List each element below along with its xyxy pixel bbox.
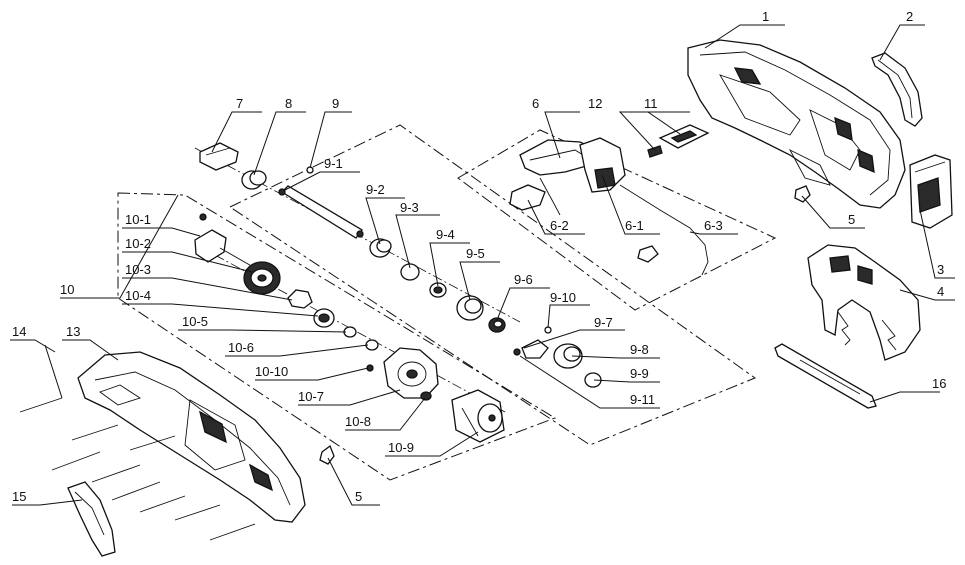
callout-9-5: 9-5 bbox=[466, 246, 485, 261]
callout-1: 1 bbox=[762, 9, 769, 24]
group-6-outline bbox=[457, 129, 777, 311]
part-9-1-shaft bbox=[278, 185, 364, 239]
part-3-clip bbox=[909, 154, 953, 229]
part-10-3-ring bbox=[287, 289, 313, 309]
callout-9-8: 9-8 bbox=[630, 342, 649, 357]
callout-16: 16 bbox=[932, 376, 946, 391]
part-9-2-sleeve bbox=[369, 238, 392, 258]
callout-9-3: 9-3 bbox=[400, 200, 419, 215]
callout-9-4: 9-4 bbox=[436, 227, 455, 242]
part-16-blade bbox=[774, 343, 877, 409]
callout-9-9: 9-9 bbox=[630, 366, 649, 381]
callout-10-4: 10-4 bbox=[125, 288, 151, 303]
part-10-8 bbox=[420, 391, 432, 401]
part-9-4-washer bbox=[429, 282, 447, 298]
housing-right-half bbox=[687, 39, 906, 209]
part-10-4-bearing bbox=[313, 308, 335, 328]
callout-3: 3 bbox=[937, 262, 944, 277]
part-11-plate bbox=[658, 124, 710, 149]
part-10-9-motor bbox=[451, 389, 505, 443]
callout-9-2: 9-2 bbox=[366, 182, 385, 197]
part-5-clip-upper bbox=[794, 185, 811, 203]
part-10-2-gear bbox=[243, 261, 281, 295]
callout-9-11: 9-11 bbox=[630, 392, 655, 407]
callout-9-1: 9-1 bbox=[324, 156, 343, 171]
part-15-handle-cover bbox=[67, 481, 116, 557]
callout-14: 14 bbox=[12, 324, 26, 339]
callout-11: 11 bbox=[644, 96, 658, 111]
callout-9: 9 bbox=[332, 96, 339, 111]
screws-left bbox=[19, 397, 256, 541]
group-10-outline bbox=[117, 192, 557, 481]
callout-10-2: 10-2 bbox=[125, 236, 151, 251]
callout-10-1: 10-1 bbox=[125, 212, 151, 227]
part-4-blade-clamp bbox=[807, 244, 921, 361]
callout-10-8: 10-8 bbox=[345, 414, 371, 429]
part-5-clip-lower bbox=[319, 444, 335, 465]
callout-12: 12 bbox=[588, 96, 602, 111]
callout-10: 10 bbox=[60, 282, 74, 297]
callout-4: 4 bbox=[937, 284, 944, 299]
part-8-bushing bbox=[241, 170, 267, 190]
part-9-6-ring bbox=[488, 317, 506, 333]
group-9-outline bbox=[228, 124, 757, 446]
part-9-5-bearing bbox=[456, 295, 484, 321]
part-12-pin bbox=[647, 145, 663, 158]
part-9-3-ring bbox=[400, 263, 420, 281]
callout-10-9: 10-9 bbox=[388, 440, 414, 455]
part-10-7-gear-housing bbox=[383, 347, 439, 399]
callout-10-3: 10-3 bbox=[125, 262, 151, 277]
callout-8: 8 bbox=[285, 96, 292, 111]
callout-5-lower: 5 bbox=[355, 489, 362, 504]
callout-6: 6 bbox=[532, 96, 539, 111]
callout-labels: 1 2 3 4 5 5 6 6-1 6-2 6-3 7 8 9 9-1 9-2 … bbox=[12, 9, 946, 504]
part-2-cover bbox=[871, 52, 923, 127]
part-6-switch-assembly bbox=[509, 137, 709, 276]
callout-6-2: 6-2 bbox=[550, 218, 569, 233]
leader-lines bbox=[10, 24, 955, 506]
part-7 bbox=[199, 142, 239, 171]
part-10-1-crank bbox=[194, 213, 256, 269]
callout-15: 15 bbox=[12, 489, 26, 504]
callout-6-3: 6-3 bbox=[704, 218, 723, 233]
callout-13: 13 bbox=[66, 324, 80, 339]
callout-10-10: 10-10 bbox=[255, 364, 288, 379]
callout-7: 7 bbox=[236, 96, 243, 111]
callout-9-10: 9-10 bbox=[550, 290, 576, 305]
part-9-7 bbox=[513, 339, 549, 359]
callout-2: 2 bbox=[906, 9, 913, 24]
callout-10-7: 10-7 bbox=[298, 389, 324, 404]
callout-5-upper: 5 bbox=[848, 212, 855, 227]
housing-left-half bbox=[77, 351, 306, 523]
callout-6-1: 6-1 bbox=[625, 218, 644, 233]
callout-9-6: 9-6 bbox=[514, 272, 533, 287]
callout-10-5: 10-5 bbox=[182, 314, 208, 329]
callout-9-7: 9-7 bbox=[594, 315, 613, 330]
callout-10-6: 10-6 bbox=[228, 340, 254, 355]
